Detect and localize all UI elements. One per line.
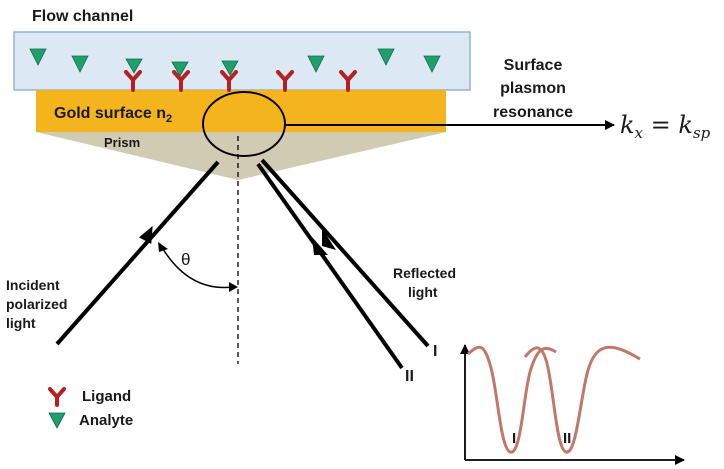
analyte-group [29,48,441,77]
reflected-beam-II [256,162,404,370]
beam-I-label: I [433,343,437,360]
legend-analyte-label: Analyte [79,412,133,429]
analyte-icon [221,60,239,76]
incident-label-line2: polarized [6,296,67,312]
reflected-arrow-I-icon [322,228,336,250]
analyte-icon [423,55,441,73]
spr-label-line3: resonance [493,104,573,121]
analyte-icon [307,55,325,73]
equation: kx = ksp [620,111,711,142]
ligand-icon [220,70,238,92]
incident-beam [55,160,220,346]
spr-curve-plot: I II [460,344,685,465]
legend-analyte-icon [48,412,66,429]
analyte-icon [171,61,189,77]
reflected-label-line1: Reflected [393,265,456,281]
incident-label-line3: light [6,315,36,331]
curve-II-label: II [563,430,571,447]
analyte-icon [125,58,143,74]
ligand-icon [172,70,190,92]
spr-label-line2: plasmon [500,80,566,97]
ligand-icon [339,70,357,92]
analyte-icon [29,48,47,66]
reflected-arrow-II-icon [312,237,328,255]
angle-arrowhead-top [158,242,168,252]
reflected-label-line2: light [408,284,438,300]
flow-channel-label: Flow channel [32,8,133,25]
analyte-icon [377,48,395,66]
theta-label: θ [181,250,190,269]
reflected-beam-I [260,158,430,348]
incident-arrow-icon [139,225,153,244]
angle-arc [162,248,234,289]
gold-surface-label: Gold surface n2 [54,105,172,125]
incident-label-line1: Incident [6,277,60,293]
flow-channel [13,31,471,91]
curve-I [466,345,557,454]
curve-I-label: I [512,430,516,447]
curve-II [523,345,641,454]
spr-label-line1: Surface [504,57,563,74]
legend-ligand-icon [48,387,66,407]
ligand-group [124,70,357,92]
angle-arrowhead-bottom [229,282,238,292]
analyte-icon [71,55,89,73]
beam-II-label: II [405,368,414,385]
legend-ligand-label: Ligand [82,388,131,405]
ligand-icon [276,70,294,92]
prism-label: Prism [104,135,140,150]
ligand-icon [124,70,142,92]
